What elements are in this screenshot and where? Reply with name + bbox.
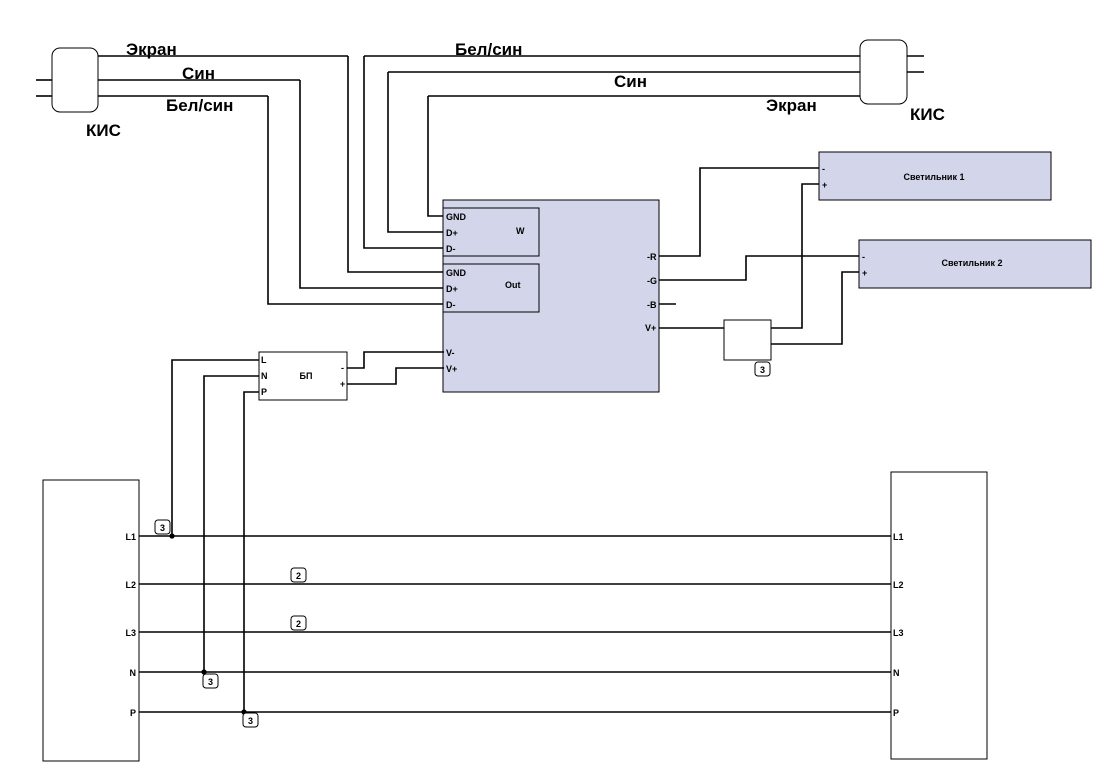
tag-n-text: 3 — [208, 677, 213, 687]
out-pin-dminus: D- — [446, 300, 456, 310]
out-block-title: Out — [505, 280, 521, 290]
lamp-2-title: Светильник 2 — [942, 258, 1003, 268]
data-cables — [267, 56, 444, 305]
w-pin-dminus: D- — [446, 244, 456, 254]
tag-l3 — [290, 615, 307, 631]
splitter-box — [723, 319, 772, 361]
controller-out-block — [442, 263, 540, 313]
tag-l2-text: 2 — [296, 571, 301, 581]
tag-l1 — [154, 519, 171, 535]
psu-pin-p: P — [261, 387, 267, 397]
tag-l2 — [290, 567, 307, 583]
controller-pin-vminus: V- — [446, 348, 455, 358]
controller-pin-g: -G — [647, 276, 657, 286]
controller-pin-vplus: V+ — [446, 364, 457, 374]
wire-label-whiteblue-left: Бел/син — [166, 96, 233, 115]
splitter-tag-text: 3 — [760, 365, 765, 375]
out-pin-dplus: D+ — [446, 284, 458, 294]
right-label-n: N — [893, 668, 900, 678]
lamp-2: - + Светильник 2 — [858, 239, 1092, 289]
left-label-p: P — [130, 708, 136, 718]
lamp-1-pin-plus: + — [822, 180, 827, 190]
tag-p — [242, 712, 259, 728]
controller-pin-b: -B — [647, 300, 657, 310]
controller-module: GND D+ D- W GND D+ D- Out V- V+ -R -G -B… — [442, 199, 660, 393]
tag-l3-text: 2 — [296, 619, 301, 629]
distribution-bus: L1 L2 L3 N P L1 L2 L3 N P 3 2 2 3 3 — [42, 359, 988, 762]
right-label-l2: L2 — [893, 580, 904, 590]
w-pin-gnd: GND — [446, 212, 467, 222]
splitter-tag — [754, 361, 771, 377]
wire-label-screen-right: Экран — [766, 96, 817, 115]
left-label-l3: L3 — [125, 628, 136, 638]
out-pin-gnd: GND — [446, 268, 467, 278]
right-label-l3: L3 — [893, 628, 904, 638]
left-label-n: N — [130, 668, 137, 678]
left-panel — [42, 479, 140, 762]
w-block-title: W — [516, 226, 525, 236]
left-label-l2: L2 — [125, 580, 136, 590]
wire-label-screen-left: Экран — [126, 40, 177, 59]
psu-title: БП — [300, 371, 313, 381]
wire-label-blue-left: Син — [182, 64, 215, 83]
controller-pin-r: -R — [647, 252, 657, 262]
kis-right-label: КИС — [910, 105, 945, 124]
right-panel — [890, 471, 988, 760]
lamp-1-title: Светильник 1 — [904, 172, 965, 182]
tag-p-text: 3 — [248, 716, 253, 726]
right-label-l1: L1 — [893, 532, 904, 542]
psu-pin-plus: + — [340, 379, 345, 389]
psu-pin-l: L — [261, 355, 267, 365]
lamp-2-pin-minus: - — [862, 252, 865, 262]
kis-left-label: КИС — [86, 121, 121, 140]
psu-pin-minus: - — [341, 363, 344, 373]
controller-pin-vout: V+ — [645, 323, 656, 333]
power-supply: L N P БП - + — [258, 351, 444, 401]
left-label-l1: L1 — [125, 532, 136, 542]
wire-label-blue-right: Син — [614, 72, 647, 91]
right-label-p: P — [893, 708, 899, 718]
controller-w-block — [442, 207, 540, 257]
wire-label-whiteblue-right: Бел/син — [455, 40, 522, 59]
psu-pin-n: N — [261, 371, 268, 381]
lamp-1: - + Светильник 1 — [818, 151, 1052, 201]
lamp-2-pin-plus: + — [862, 268, 867, 278]
kis-right-connector: КИС Бел/син Син Экран — [364, 39, 945, 124]
lamp-wiring: 3 — [659, 167, 860, 377]
kis-left-connector: КИС Экран Син Бел/син — [36, 40, 348, 140]
w-pin-dplus: D+ — [446, 228, 458, 238]
tag-n — [202, 673, 219, 689]
tag-l1-text: 3 — [160, 523, 165, 533]
lamp-1-pin-minus: - — [822, 164, 825, 174]
